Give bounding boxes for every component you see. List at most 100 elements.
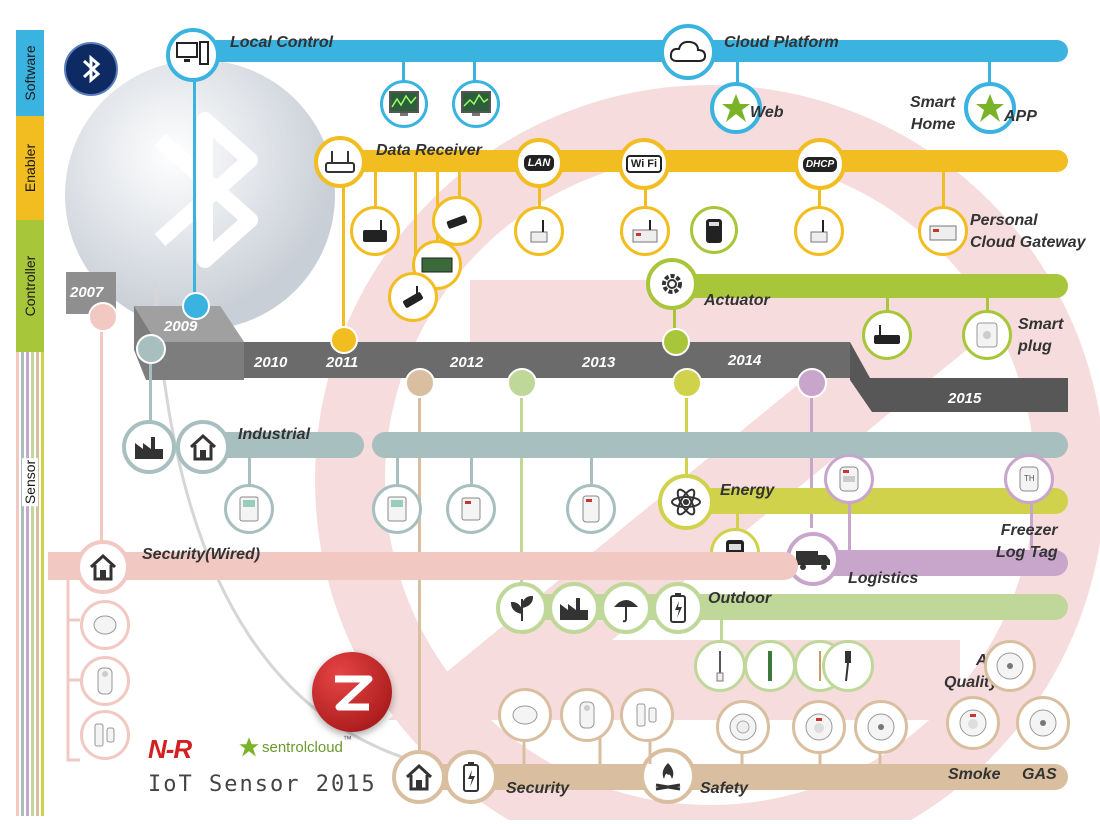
weather-node[interactable] bbox=[600, 582, 652, 634]
timeline-dot-2007 bbox=[88, 302, 118, 332]
wifi-node[interactable]: Wi Fi bbox=[618, 138, 670, 190]
freezer-log-tag-node[interactable]: TH bbox=[1004, 454, 1054, 504]
gateway-device-node[interactable] bbox=[794, 206, 844, 256]
actuator-node[interactable] bbox=[646, 258, 698, 310]
probe-node[interactable] bbox=[694, 640, 746, 692]
gateway-device-node[interactable] bbox=[514, 206, 564, 256]
factory-node[interactable] bbox=[122, 420, 176, 474]
probe-node[interactable] bbox=[744, 640, 796, 692]
security-wired-node[interactable] bbox=[76, 540, 130, 594]
data-receiver-node[interactable] bbox=[314, 136, 366, 188]
plant-node[interactable] bbox=[496, 582, 548, 634]
factory-icon bbox=[135, 437, 163, 459]
sensor-box-icon bbox=[461, 497, 481, 521]
timeline bbox=[66, 272, 1068, 412]
label-actuator: Actuator bbox=[704, 292, 770, 309]
pir-sensor-node[interactable] bbox=[80, 600, 130, 650]
gas-detector-node[interactable] bbox=[1016, 696, 1070, 750]
year-2010: 2010 bbox=[254, 354, 288, 371]
label-logistics: Logistics bbox=[848, 570, 919, 587]
connector bbox=[248, 458, 251, 488]
connector bbox=[644, 188, 647, 208]
sensor-device-node[interactable] bbox=[566, 484, 616, 534]
sensor-device-node[interactable] bbox=[224, 484, 274, 534]
data-logger-icon bbox=[387, 496, 407, 522]
security-sensor-node[interactable] bbox=[498, 688, 552, 742]
pir-sensor-icon bbox=[512, 705, 538, 725]
monitor-node[interactable] bbox=[380, 80, 428, 128]
battery-node[interactable] bbox=[652, 582, 704, 634]
year-2013: 2013 bbox=[582, 354, 616, 371]
usb-dongle-icon bbox=[403, 286, 423, 308]
monitor-node[interactable] bbox=[452, 80, 500, 128]
actuator-device-node[interactable] bbox=[690, 206, 738, 254]
computer-icon bbox=[176, 41, 209, 65]
controller-bar bbox=[690, 274, 1068, 298]
timeline-dot-2009b bbox=[136, 334, 166, 364]
connector bbox=[986, 296, 989, 314]
category-sensor: Sensor bbox=[16, 352, 44, 816]
receiver-device-node[interactable] bbox=[350, 206, 400, 256]
connector bbox=[886, 296, 889, 314]
label-freezer-log-tag: Freezer Log Tag bbox=[996, 522, 1058, 561]
connector bbox=[414, 170, 417, 270]
smart-plug-node[interactable] bbox=[962, 310, 1012, 360]
connector bbox=[736, 60, 739, 84]
dhcp-node[interactable]: DHCP bbox=[794, 138, 846, 190]
security-battery-node[interactable] bbox=[444, 750, 498, 804]
sensor-box-icon bbox=[582, 495, 600, 523]
receiver-device-node[interactable] bbox=[432, 196, 482, 246]
industrial-bar-2 bbox=[372, 432, 1068, 458]
factory-outdoor-node[interactable] bbox=[548, 582, 600, 634]
home-node[interactable] bbox=[176, 420, 230, 474]
timeline-dot-2011 bbox=[330, 326, 358, 354]
safety-sensor-node[interactable] bbox=[854, 700, 908, 754]
security-sensor-node[interactable] bbox=[620, 688, 674, 742]
logistics-tag-node[interactable] bbox=[824, 454, 874, 504]
probe-node[interactable] bbox=[822, 640, 874, 692]
connector bbox=[374, 170, 377, 210]
gateway-device-icon bbox=[632, 220, 658, 243]
lan-node[interactable]: LAN bbox=[514, 138, 564, 188]
connector bbox=[470, 458, 473, 488]
controller-device-node[interactable] bbox=[862, 310, 912, 360]
sentrol-logo-icon bbox=[976, 94, 1004, 122]
safety-sensor-node[interactable] bbox=[716, 700, 770, 754]
sensor-device-node[interactable] bbox=[446, 484, 496, 534]
receiver-device-node[interactable] bbox=[388, 272, 438, 322]
probe-icon bbox=[768, 651, 772, 681]
motion-sensor-node[interactable] bbox=[80, 656, 130, 706]
smoke-detector-node[interactable] bbox=[946, 696, 1000, 750]
monitor-chart-icon bbox=[461, 91, 491, 116]
label-web: Web bbox=[750, 104, 784, 121]
router-icon bbox=[325, 151, 355, 173]
safety-node[interactable] bbox=[640, 748, 696, 804]
sensor-device-node[interactable] bbox=[372, 484, 422, 534]
door-sensor-node[interactable] bbox=[80, 710, 130, 760]
logistics-node[interactable] bbox=[786, 532, 840, 586]
connector bbox=[538, 186, 541, 208]
connector bbox=[673, 306, 676, 342]
cloud-platform-node[interactable] bbox=[660, 24, 716, 80]
temperature-tag-icon bbox=[839, 466, 859, 492]
home-icon bbox=[189, 433, 217, 461]
air-quality-node[interactable] bbox=[984, 640, 1036, 692]
safety-sensor-node[interactable] bbox=[792, 700, 846, 754]
security-home-node[interactable] bbox=[392, 750, 446, 804]
gateway-device-node[interactable] bbox=[620, 206, 670, 256]
connector bbox=[988, 60, 991, 84]
app-node[interactable] bbox=[964, 82, 1016, 134]
detector-icon bbox=[867, 713, 895, 741]
year-2015: 2015 bbox=[948, 390, 982, 407]
truck-icon bbox=[796, 551, 830, 570]
motion-sensor-icon bbox=[97, 667, 113, 695]
local-control-node[interactable] bbox=[166, 28, 220, 82]
security-sensor-node[interactable] bbox=[560, 688, 614, 742]
personal-cloud-gateway-node[interactable] bbox=[918, 206, 968, 256]
connector bbox=[396, 458, 399, 488]
energy-node[interactable] bbox=[658, 474, 714, 530]
label-energy: Energy bbox=[720, 482, 775, 499]
nhr-logo: N-R bbox=[148, 734, 192, 764]
detector-icon bbox=[996, 652, 1024, 680]
web-node[interactable] bbox=[710, 82, 762, 134]
